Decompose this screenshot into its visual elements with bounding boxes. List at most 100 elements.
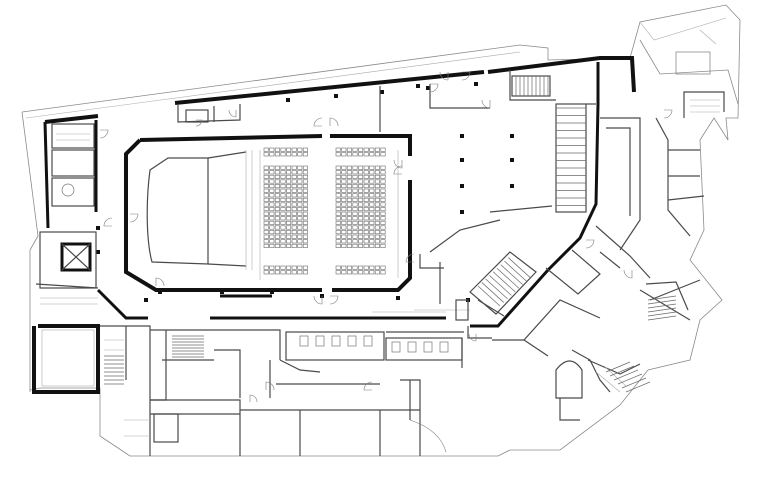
column <box>286 98 290 102</box>
stair-tread <box>477 285 501 307</box>
seat <box>374 243 380 248</box>
seat <box>358 184 364 189</box>
seat <box>297 202 303 207</box>
seat <box>269 265 275 270</box>
seat <box>335 197 341 202</box>
stair-tread <box>613 369 639 381</box>
seat <box>363 211 369 216</box>
door-swing <box>99 129 109 139</box>
seat <box>302 220 308 225</box>
seat <box>274 174 280 179</box>
door-swing <box>429 83 439 93</box>
seat <box>286 184 292 189</box>
stair-tread <box>496 267 520 289</box>
seat <box>280 202 286 207</box>
seat <box>374 265 380 270</box>
seat <box>280 165 286 170</box>
seat <box>363 147 369 152</box>
seat <box>363 270 369 275</box>
seat <box>291 197 297 202</box>
seat <box>280 270 286 275</box>
seat <box>297 239 303 244</box>
seat <box>274 243 280 248</box>
seat <box>358 174 364 179</box>
seat <box>263 265 269 270</box>
seat <box>369 239 375 244</box>
seat <box>335 165 341 170</box>
seat <box>335 211 341 216</box>
seat <box>341 152 347 157</box>
seat <box>269 270 275 275</box>
seat <box>335 170 341 175</box>
seat <box>358 179 364 184</box>
seat <box>369 193 375 198</box>
door-swing <box>195 119 203 127</box>
seat <box>286 147 292 152</box>
door-swing <box>585 239 595 249</box>
seat <box>369 179 375 184</box>
seat <box>274 179 280 184</box>
seat <box>280 230 286 235</box>
seat <box>335 188 341 193</box>
seat <box>380 165 386 170</box>
seat <box>286 197 292 202</box>
seat <box>363 265 369 270</box>
seat <box>280 207 286 212</box>
door-swing <box>313 295 323 305</box>
seat <box>335 265 341 270</box>
seat <box>269 211 275 216</box>
toilet-stall <box>299 335 309 347</box>
seat <box>291 188 297 193</box>
seat <box>369 170 375 175</box>
stair-tread <box>481 282 505 303</box>
seat <box>280 174 286 179</box>
seat <box>374 188 380 193</box>
seat <box>274 265 280 270</box>
seat <box>341 270 347 275</box>
seat <box>341 230 347 235</box>
seat <box>380 197 386 202</box>
seat <box>341 202 347 207</box>
toilet-stall <box>407 341 417 353</box>
seat <box>341 239 347 244</box>
seat <box>263 197 269 202</box>
stair-tread <box>647 299 677 305</box>
seat <box>280 170 286 175</box>
seat <box>263 202 269 207</box>
seat <box>263 243 269 248</box>
seat <box>302 170 308 175</box>
seat <box>263 152 269 157</box>
seat <box>352 174 358 179</box>
seat <box>358 239 364 244</box>
column <box>460 158 464 162</box>
seat <box>269 220 275 225</box>
seat <box>297 165 303 170</box>
seat <box>380 265 386 270</box>
stair-tread <box>507 257 531 278</box>
seat <box>291 211 297 216</box>
seat <box>335 193 341 198</box>
seat <box>269 202 275 207</box>
seat <box>352 202 358 207</box>
seat <box>297 234 303 239</box>
stair-tread <box>647 315 677 321</box>
seat <box>302 165 308 170</box>
seat <box>369 165 375 170</box>
seat <box>297 270 303 275</box>
seat <box>352 265 358 270</box>
seat <box>280 239 286 244</box>
seat <box>291 170 297 175</box>
column <box>426 86 430 90</box>
seat <box>374 225 380 230</box>
seat <box>291 147 297 152</box>
seat <box>352 165 358 170</box>
seat <box>369 152 375 157</box>
seat <box>280 216 286 221</box>
seat <box>341 188 347 193</box>
seat <box>363 165 369 170</box>
seat <box>280 265 286 270</box>
column <box>334 94 338 98</box>
seat <box>297 216 303 221</box>
seat <box>297 179 303 184</box>
seat <box>352 234 358 239</box>
